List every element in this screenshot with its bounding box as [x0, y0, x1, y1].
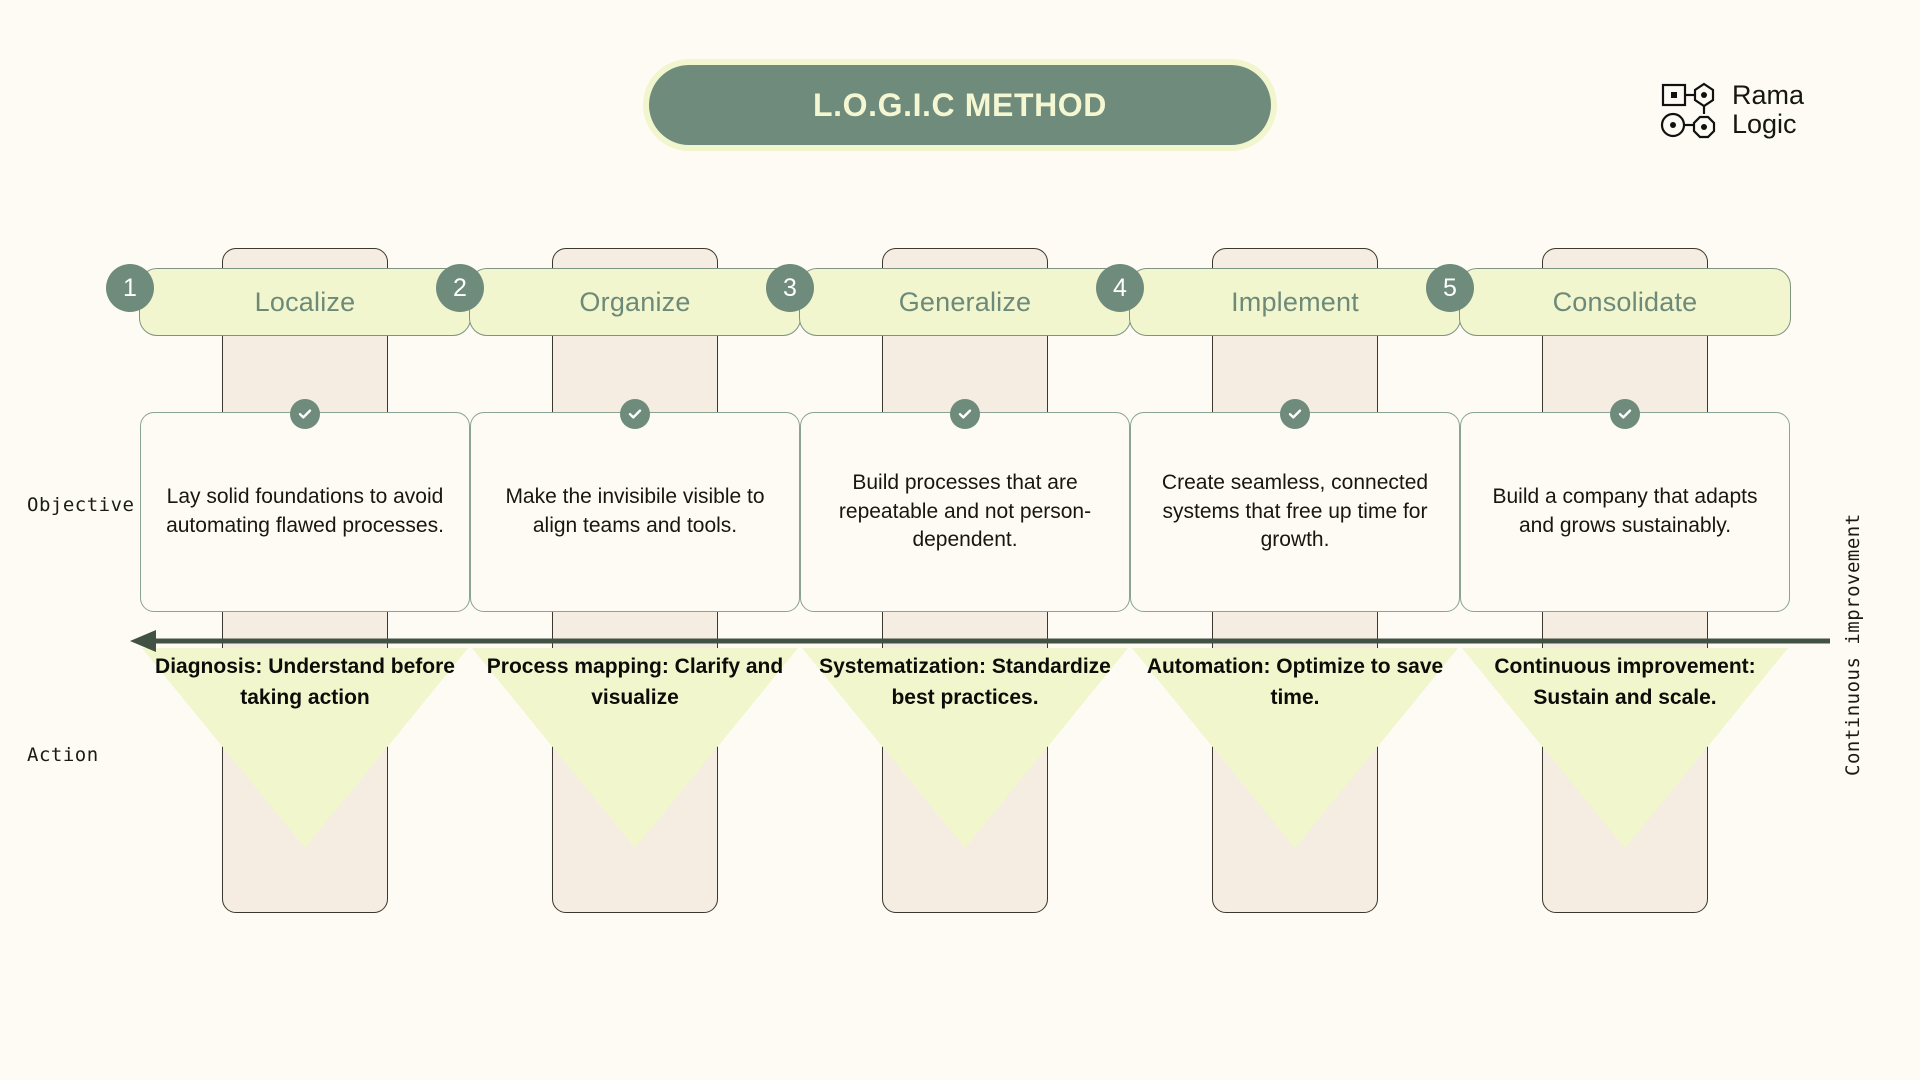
objective-card[interactable]: Build a company that adapts and grows su…: [1460, 399, 1790, 612]
action-text: Diagnosis: Understand before taking acti…: [155, 655, 455, 709]
objective-card[interactable]: Build processes that are repeatable and …: [800, 399, 1130, 612]
check-circle-icon: [620, 399, 650, 429]
step-header-pill[interactable]: Implement: [1129, 268, 1461, 336]
action-text: Process mapping: Clarify and visualize: [486, 655, 784, 709]
objective-text: Lay solid foundations to avoid automatin…: [166, 485, 444, 537]
check-circle-icon: [290, 399, 320, 429]
objective-text: Build processes that are repeatable and …: [838, 470, 1092, 552]
objective-card[interactable]: Lay solid foundations to avoid automatin…: [140, 399, 470, 612]
step-number: 5: [1443, 273, 1457, 302]
step-number: 1: [123, 273, 137, 302]
step-number-badge: 5: [1426, 264, 1474, 312]
logo-line-2: Logic: [1732, 109, 1797, 139]
objective-card[interactable]: Create seamless, connected systems that …: [1130, 399, 1460, 612]
step-number-badge: 3: [766, 264, 814, 312]
step-number: 4: [1113, 273, 1127, 302]
logo-wordmark: Rama Logic: [1732, 79, 1805, 139]
step-name: Localize: [254, 286, 356, 317]
action-text: Continuous improvement: Sustain and scal…: [1494, 655, 1756, 709]
step-number-badge: 1: [106, 264, 154, 312]
step-name: Implement: [1231, 286, 1359, 317]
title-banner: L.O.G.I.C METHOD: [643, 59, 1277, 151]
brand-logo: Rama Logic: [1660, 70, 1880, 150]
check-circle-icon: [1280, 399, 1310, 429]
page-title: L.O.G.I.C METHOD: [812, 86, 1108, 123]
step-header-pill[interactable]: Localize: [139, 268, 471, 336]
row-label-objective: Objective: [27, 494, 135, 516]
row-label-action: Action: [27, 744, 99, 766]
action-text: Systematization: Standardize best practi…: [819, 655, 1111, 709]
check-circle-icon: [950, 399, 980, 429]
step-header-pill[interactable]: Consolidate: [1459, 268, 1791, 336]
objective-text: Build a company that adapts and grows su…: [1492, 485, 1758, 537]
objective-card[interactable]: Make the invisibile visible to align tea…: [470, 399, 800, 612]
network-nodes-icon: [1660, 82, 1716, 139]
step-number: 2: [453, 273, 467, 302]
title-pill: L.O.G.I.C METHOD: [649, 65, 1271, 145]
action-text: Automation: Optimize to save time.: [1146, 655, 1444, 709]
step-number-badge: 4: [1096, 264, 1144, 312]
check-circle-icon: [1610, 399, 1640, 429]
step-number: 3: [783, 273, 797, 302]
step-name: Consolidate: [1552, 286, 1698, 317]
step-name: Organize: [579, 286, 691, 317]
step-number-badge: 2: [436, 264, 484, 312]
objective-text: Create seamless, connected systems that …: [1161, 470, 1429, 552]
step-header-pill[interactable]: Organize: [469, 268, 801, 336]
step-name: Generalize: [898, 286, 1032, 317]
step-header-pill[interactable]: Generalize: [799, 268, 1131, 336]
logo-line-1: Rama: [1732, 79, 1805, 110]
left-arrow-icon: [130, 630, 1830, 652]
objective-text: Make the invisibile visible to align tea…: [505, 485, 765, 537]
